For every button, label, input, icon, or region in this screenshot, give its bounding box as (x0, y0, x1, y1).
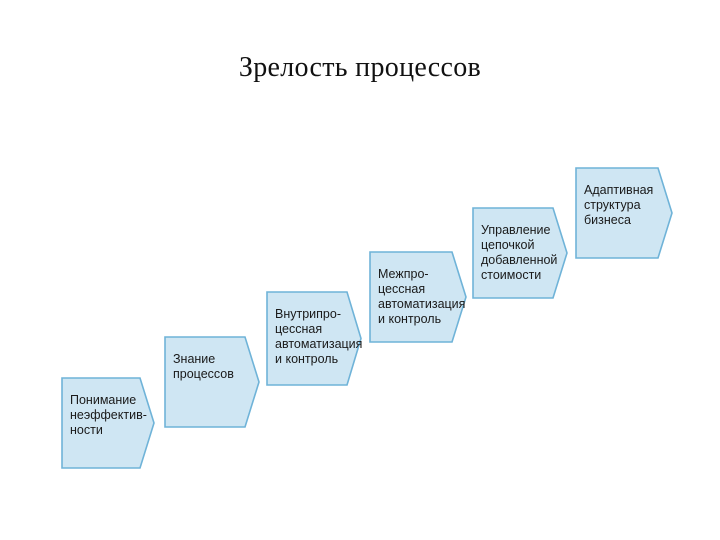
step-label-line: Адаптивная (584, 183, 653, 197)
step-label-line: добавленной (481, 253, 557, 267)
step-label-line: и контроль (275, 352, 338, 366)
step-arrow-shape (164, 336, 260, 428)
step-label-line: и контроль (378, 312, 441, 326)
step-label-line: структура (584, 198, 641, 212)
step-arrow-shape (575, 167, 673, 259)
step-label-line: Управление (481, 223, 551, 237)
step-arrow-shape (266, 291, 362, 386)
step-label-line: Внутрипро- (275, 307, 341, 321)
step-label-line: процессов (173, 367, 234, 381)
step-arrow-shape (472, 207, 568, 299)
step-label-line: бизнеса (584, 213, 631, 227)
step-label-line: цессная (378, 282, 425, 296)
step-label-line: Межпро- (378, 267, 429, 281)
step-label-line: Понимание (70, 393, 136, 407)
step-label-line: неэффектив- (70, 408, 147, 422)
step-arrow-shape (369, 251, 467, 343)
page-title: Зрелость процессов (238, 52, 482, 83)
step-label-line: автоматизация (275, 337, 362, 351)
step-label-line: цепочкой (481, 238, 534, 252)
step-label-line: цессная (275, 322, 322, 336)
step-label-line: стоимости (481, 268, 541, 282)
step-label-line: автоматизация (378, 297, 465, 311)
step-arrow-shape (61, 377, 155, 469)
step-label-line: Знание (173, 352, 215, 366)
step-label-line: ности (70, 423, 103, 437)
